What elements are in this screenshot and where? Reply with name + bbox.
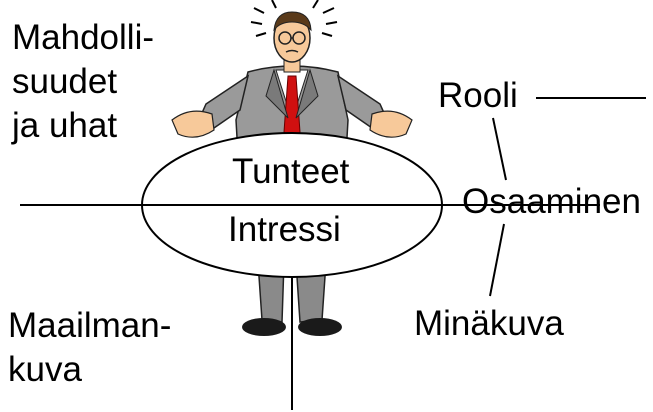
osaaminen-minakuva-line bbox=[489, 223, 505, 297]
worldview-label: Maailman- kuva bbox=[8, 304, 171, 392]
opportunities-line-2: suudet bbox=[12, 62, 118, 101]
rooli-osaaminen-line bbox=[492, 117, 507, 181]
worldview-line-2: kuva bbox=[8, 350, 82, 389]
interest-label: Intressi bbox=[228, 210, 341, 249]
self-image-label: Minäkuva bbox=[414, 304, 564, 343]
opportunities-line-3: ja uhat bbox=[12, 106, 118, 145]
role-label: Rooli bbox=[438, 76, 518, 115]
opportunities-line-1: Mahdolli- bbox=[12, 18, 154, 57]
feelings-label: Tunteet bbox=[232, 152, 350, 191]
competence-label: Osaaminen bbox=[462, 182, 641, 221]
opportunities-label: Mahdolli- suudet ja uhat bbox=[12, 16, 154, 148]
worldview-line-1: Maailman- bbox=[8, 306, 172, 345]
